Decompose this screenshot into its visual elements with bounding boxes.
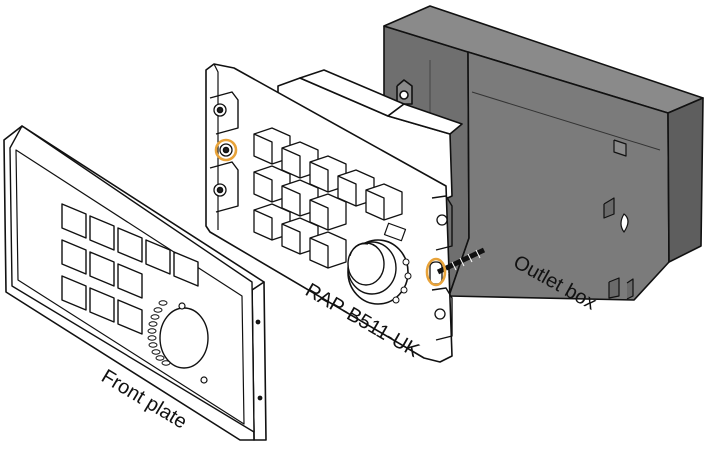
outlet-box-end-face	[667, 97, 704, 263]
highlight-screw-left	[214, 138, 238, 162]
device-module	[205, 63, 463, 363]
front-plate-key-windows	[61, 203, 199, 335]
front-plate-knob-opening	[147, 300, 209, 384]
highlight-screw-right	[425, 257, 447, 287]
front-plate	[3, 125, 267, 441]
device-button-grid	[253, 127, 403, 269]
rotary-knob	[347, 239, 412, 305]
